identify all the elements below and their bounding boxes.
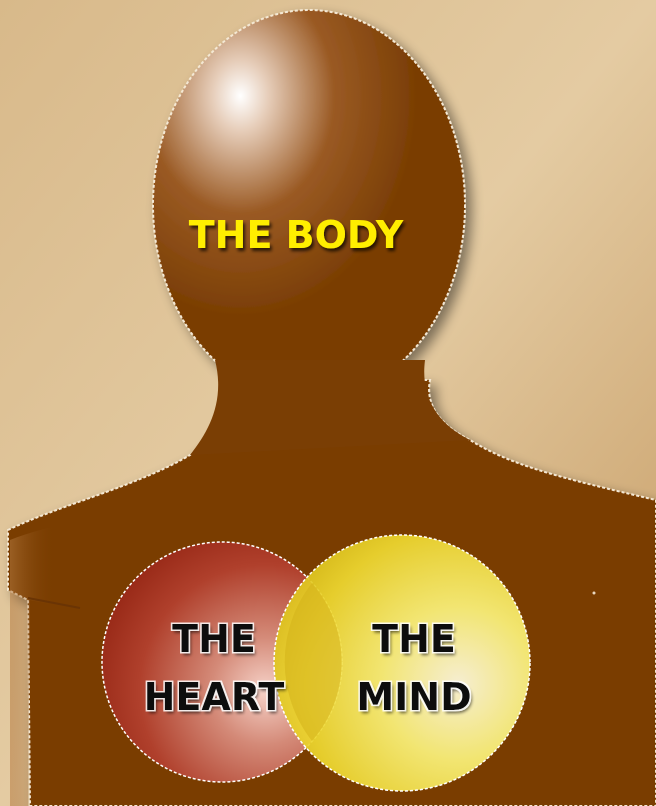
speck-mark bbox=[593, 592, 596, 595]
mind-label-line1: THE bbox=[372, 617, 456, 661]
body-label: THE BODY bbox=[189, 213, 404, 257]
venn-diagram bbox=[102, 535, 530, 791]
head-shape bbox=[153, 10, 465, 400]
heart-label-line1: THE bbox=[172, 617, 256, 661]
mind-label-line2: MIND bbox=[356, 675, 471, 719]
heart-label-line2: HEART bbox=[144, 675, 285, 719]
